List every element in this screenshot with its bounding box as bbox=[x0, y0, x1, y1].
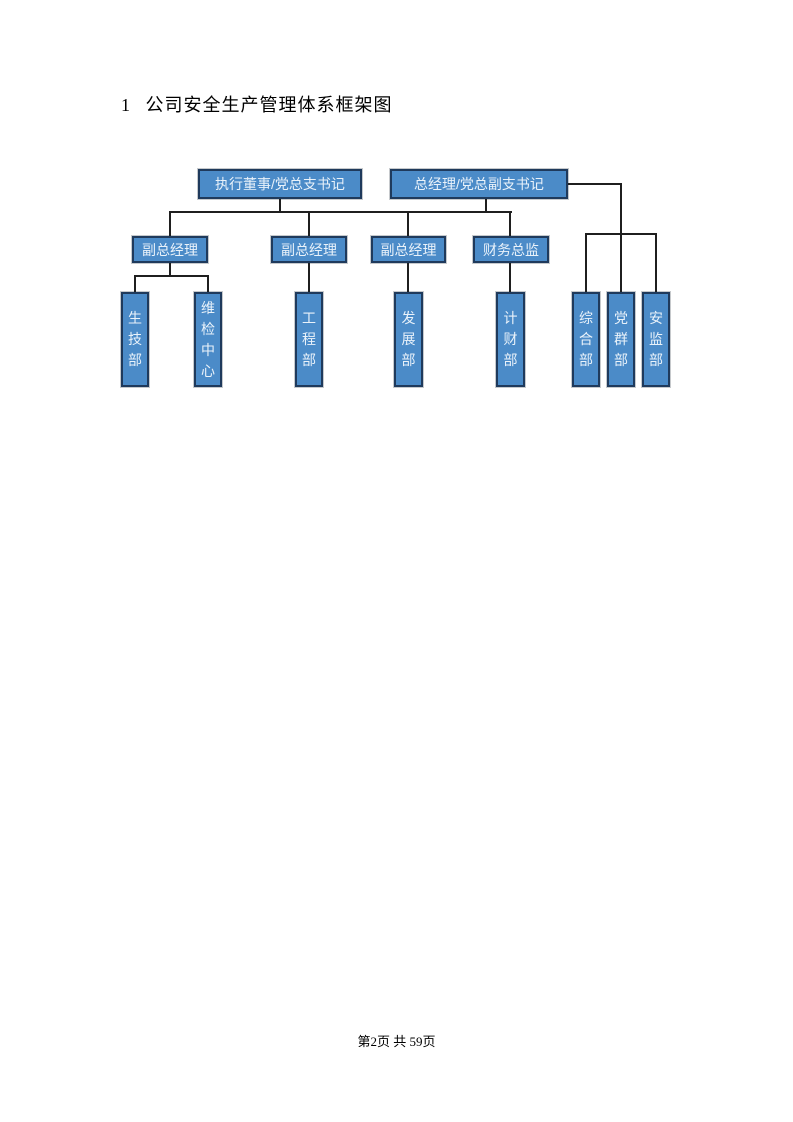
page-footer: 第2页 共 59页 bbox=[357, 1034, 436, 1049]
org-node-general-manager: 总经理/党总副支书记 bbox=[390, 169, 568, 199]
org-node-safety-supervision-dept: 安 监 部 bbox=[642, 292, 670, 387]
org-connector-line bbox=[169, 211, 512, 213]
document-title: 1 公司安全生产管理体系框架图 bbox=[121, 95, 393, 115]
org-chart-diagram: 执行董事/党总支书记总经理/党总副支书记副总经理副总经理副总经理财务总监生 技 … bbox=[0, 0, 793, 500]
org-node-planning-finance-dept: 计 财 部 bbox=[496, 292, 525, 387]
org-connector-line bbox=[207, 275, 209, 292]
org-connector-line bbox=[509, 263, 511, 292]
org-connector-line bbox=[620, 183, 622, 292]
org-node-development-dept: 发 展 部 bbox=[394, 292, 423, 387]
org-connector-line bbox=[308, 211, 310, 236]
org-node-party-mass-dept: 党 群 部 bbox=[607, 292, 635, 387]
org-connector-line bbox=[485, 199, 487, 213]
org-node-general-affairs-dept: 综 合 部 bbox=[572, 292, 600, 387]
org-connector-line bbox=[585, 233, 587, 292]
org-node-deputy-gm-1: 副总经理 bbox=[132, 236, 208, 263]
org-node-engineering-dept: 工 程 部 bbox=[295, 292, 323, 387]
org-connector-line bbox=[568, 183, 622, 185]
org-node-deputy-gm-3: 副总经理 bbox=[371, 236, 446, 263]
org-connector-line bbox=[169, 263, 171, 277]
org-node-prod-tech-dept: 生 技 部 bbox=[121, 292, 149, 387]
org-connector-line bbox=[585, 233, 657, 235]
org-connector-line bbox=[134, 275, 136, 292]
org-node-finance-director: 财务总监 bbox=[473, 236, 549, 263]
org-connector-line bbox=[308, 263, 310, 292]
org-connector-line bbox=[407, 211, 409, 236]
org-node-exec-director: 执行董事/党总支书记 bbox=[198, 169, 362, 199]
org-node-maintenance-center: 维 检 中 心 bbox=[194, 292, 222, 387]
org-connector-line bbox=[407, 263, 409, 292]
org-connector-line bbox=[169, 211, 171, 236]
org-connector-line bbox=[279, 199, 281, 213]
org-connector-line bbox=[655, 233, 657, 292]
org-connector-line bbox=[134, 275, 209, 277]
org-connector-line bbox=[509, 211, 511, 236]
org-node-deputy-gm-2: 副总经理 bbox=[271, 236, 347, 263]
